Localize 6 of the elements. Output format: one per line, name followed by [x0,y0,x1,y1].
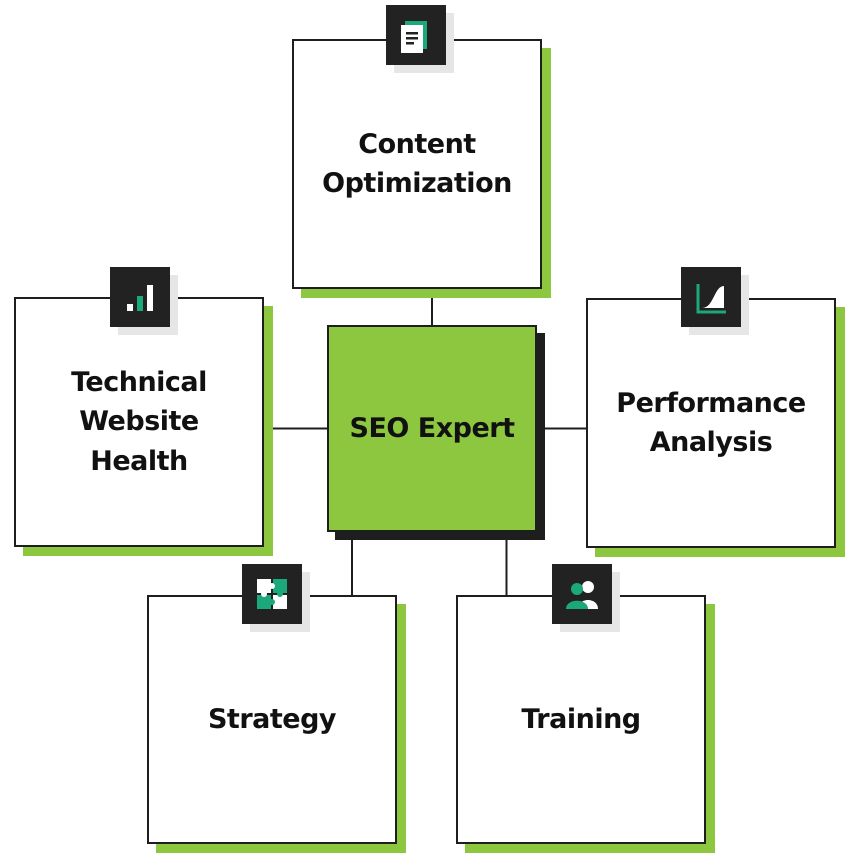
node-label: Training [520,702,642,737]
node-label: SEO Expert [348,412,516,446]
node-label: Content Optimization [321,128,513,201]
node-label: Technical Website Health [70,366,208,479]
node-label: Performance Analysis [615,386,807,460]
node-label: Strategy [206,702,338,737]
